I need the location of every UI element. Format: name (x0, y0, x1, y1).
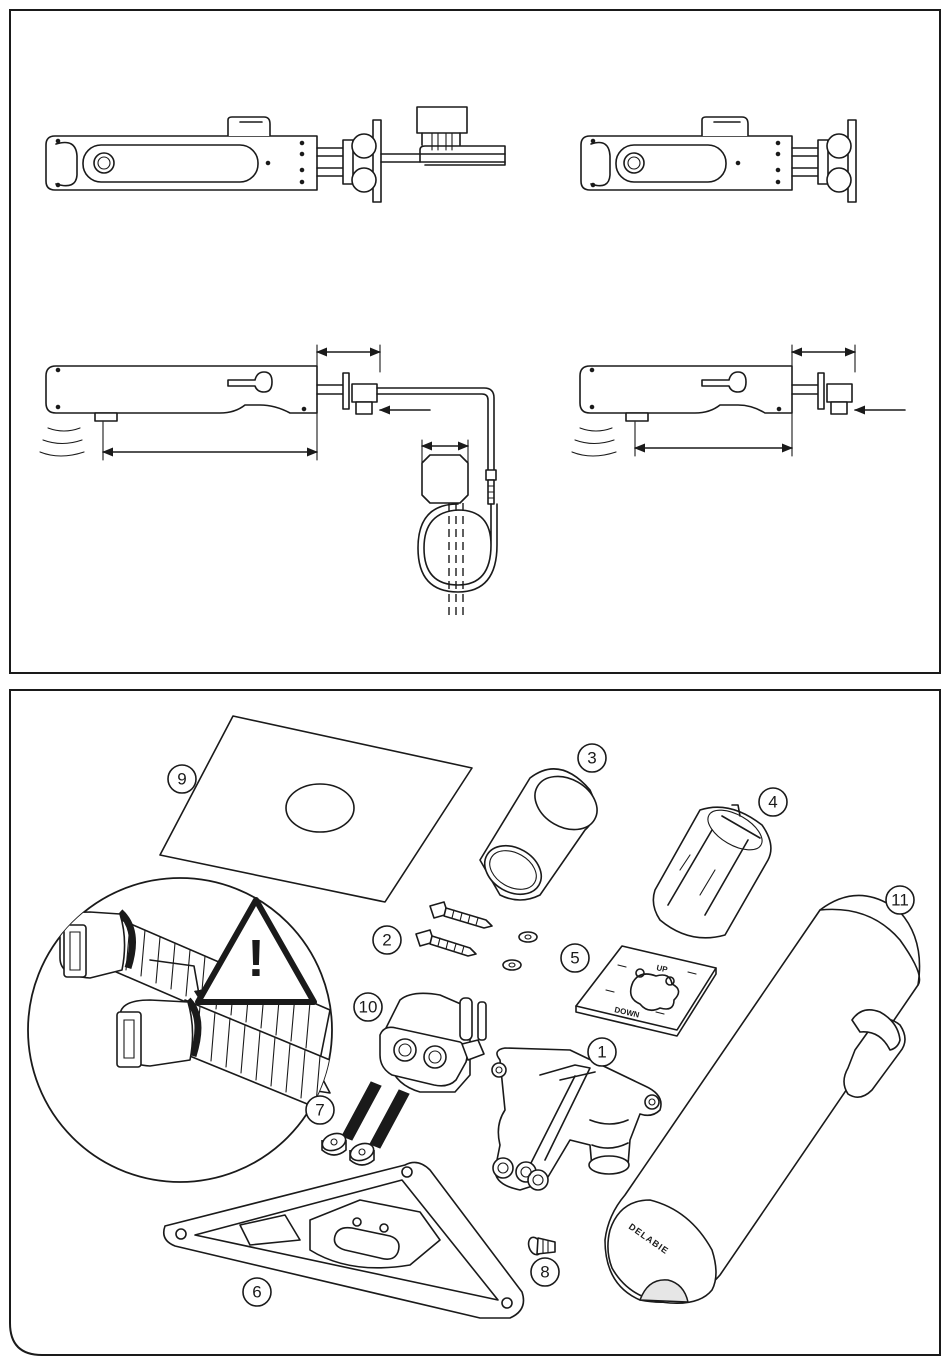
svg-text:4: 4 (768, 793, 777, 812)
part-10-valve-body (380, 993, 486, 1092)
top-panel-frame (10, 10, 940, 673)
callout-9: 9 (168, 765, 196, 793)
callout-11: 11 (886, 886, 914, 914)
sensor-waves-icon (572, 428, 616, 456)
svg-text:10: 10 (359, 998, 378, 1017)
tap-top-view (581, 117, 856, 202)
svg-text:2: 2 (382, 931, 391, 950)
detail-magnifier: ! (28, 878, 332, 1182)
part-8-small-screw (526, 1235, 555, 1256)
svg-text:3: 3 (587, 749, 596, 768)
warning-symbol: ! (247, 930, 264, 988)
part-9-gasket-sheet (160, 716, 472, 902)
tap-side-view (572, 345, 905, 456)
part-1-body (492, 1048, 661, 1190)
callout-7: 7 (306, 1096, 334, 1124)
part-5-mounting-plate: UP DOWN (576, 946, 716, 1036)
callout-3: 3 (578, 744, 606, 772)
callout-2: 2 (373, 926, 401, 954)
part-3-sleeve (476, 766, 607, 904)
tap-top-view-with-box (46, 107, 505, 202)
svg-text:9: 9 (177, 770, 186, 789)
callout-4: 4 (759, 788, 787, 816)
tap-side-view-with-box (40, 345, 497, 620)
part-7-long-screws (320, 1082, 409, 1165)
part-4-split-sleeve (653, 802, 771, 938)
svg-text:7: 7 (315, 1101, 324, 1120)
sensor-waves-icon (40, 428, 84, 456)
callout-8: 8 (531, 1258, 559, 1286)
callout-10: 10 (354, 993, 382, 1021)
part-2-screws (416, 902, 537, 970)
part-6-triangle-gasket (164, 1162, 524, 1318)
callout-5: 5 (561, 944, 589, 972)
callout-1: 1 (588, 1038, 616, 1066)
svg-text:1: 1 (597, 1043, 606, 1062)
svg-text:5: 5 (570, 949, 579, 968)
svg-text:6: 6 (252, 1283, 261, 1302)
callout-6: 6 (243, 1278, 271, 1306)
svg-text:11: 11 (891, 891, 909, 910)
svg-text:8: 8 (540, 1263, 549, 1282)
